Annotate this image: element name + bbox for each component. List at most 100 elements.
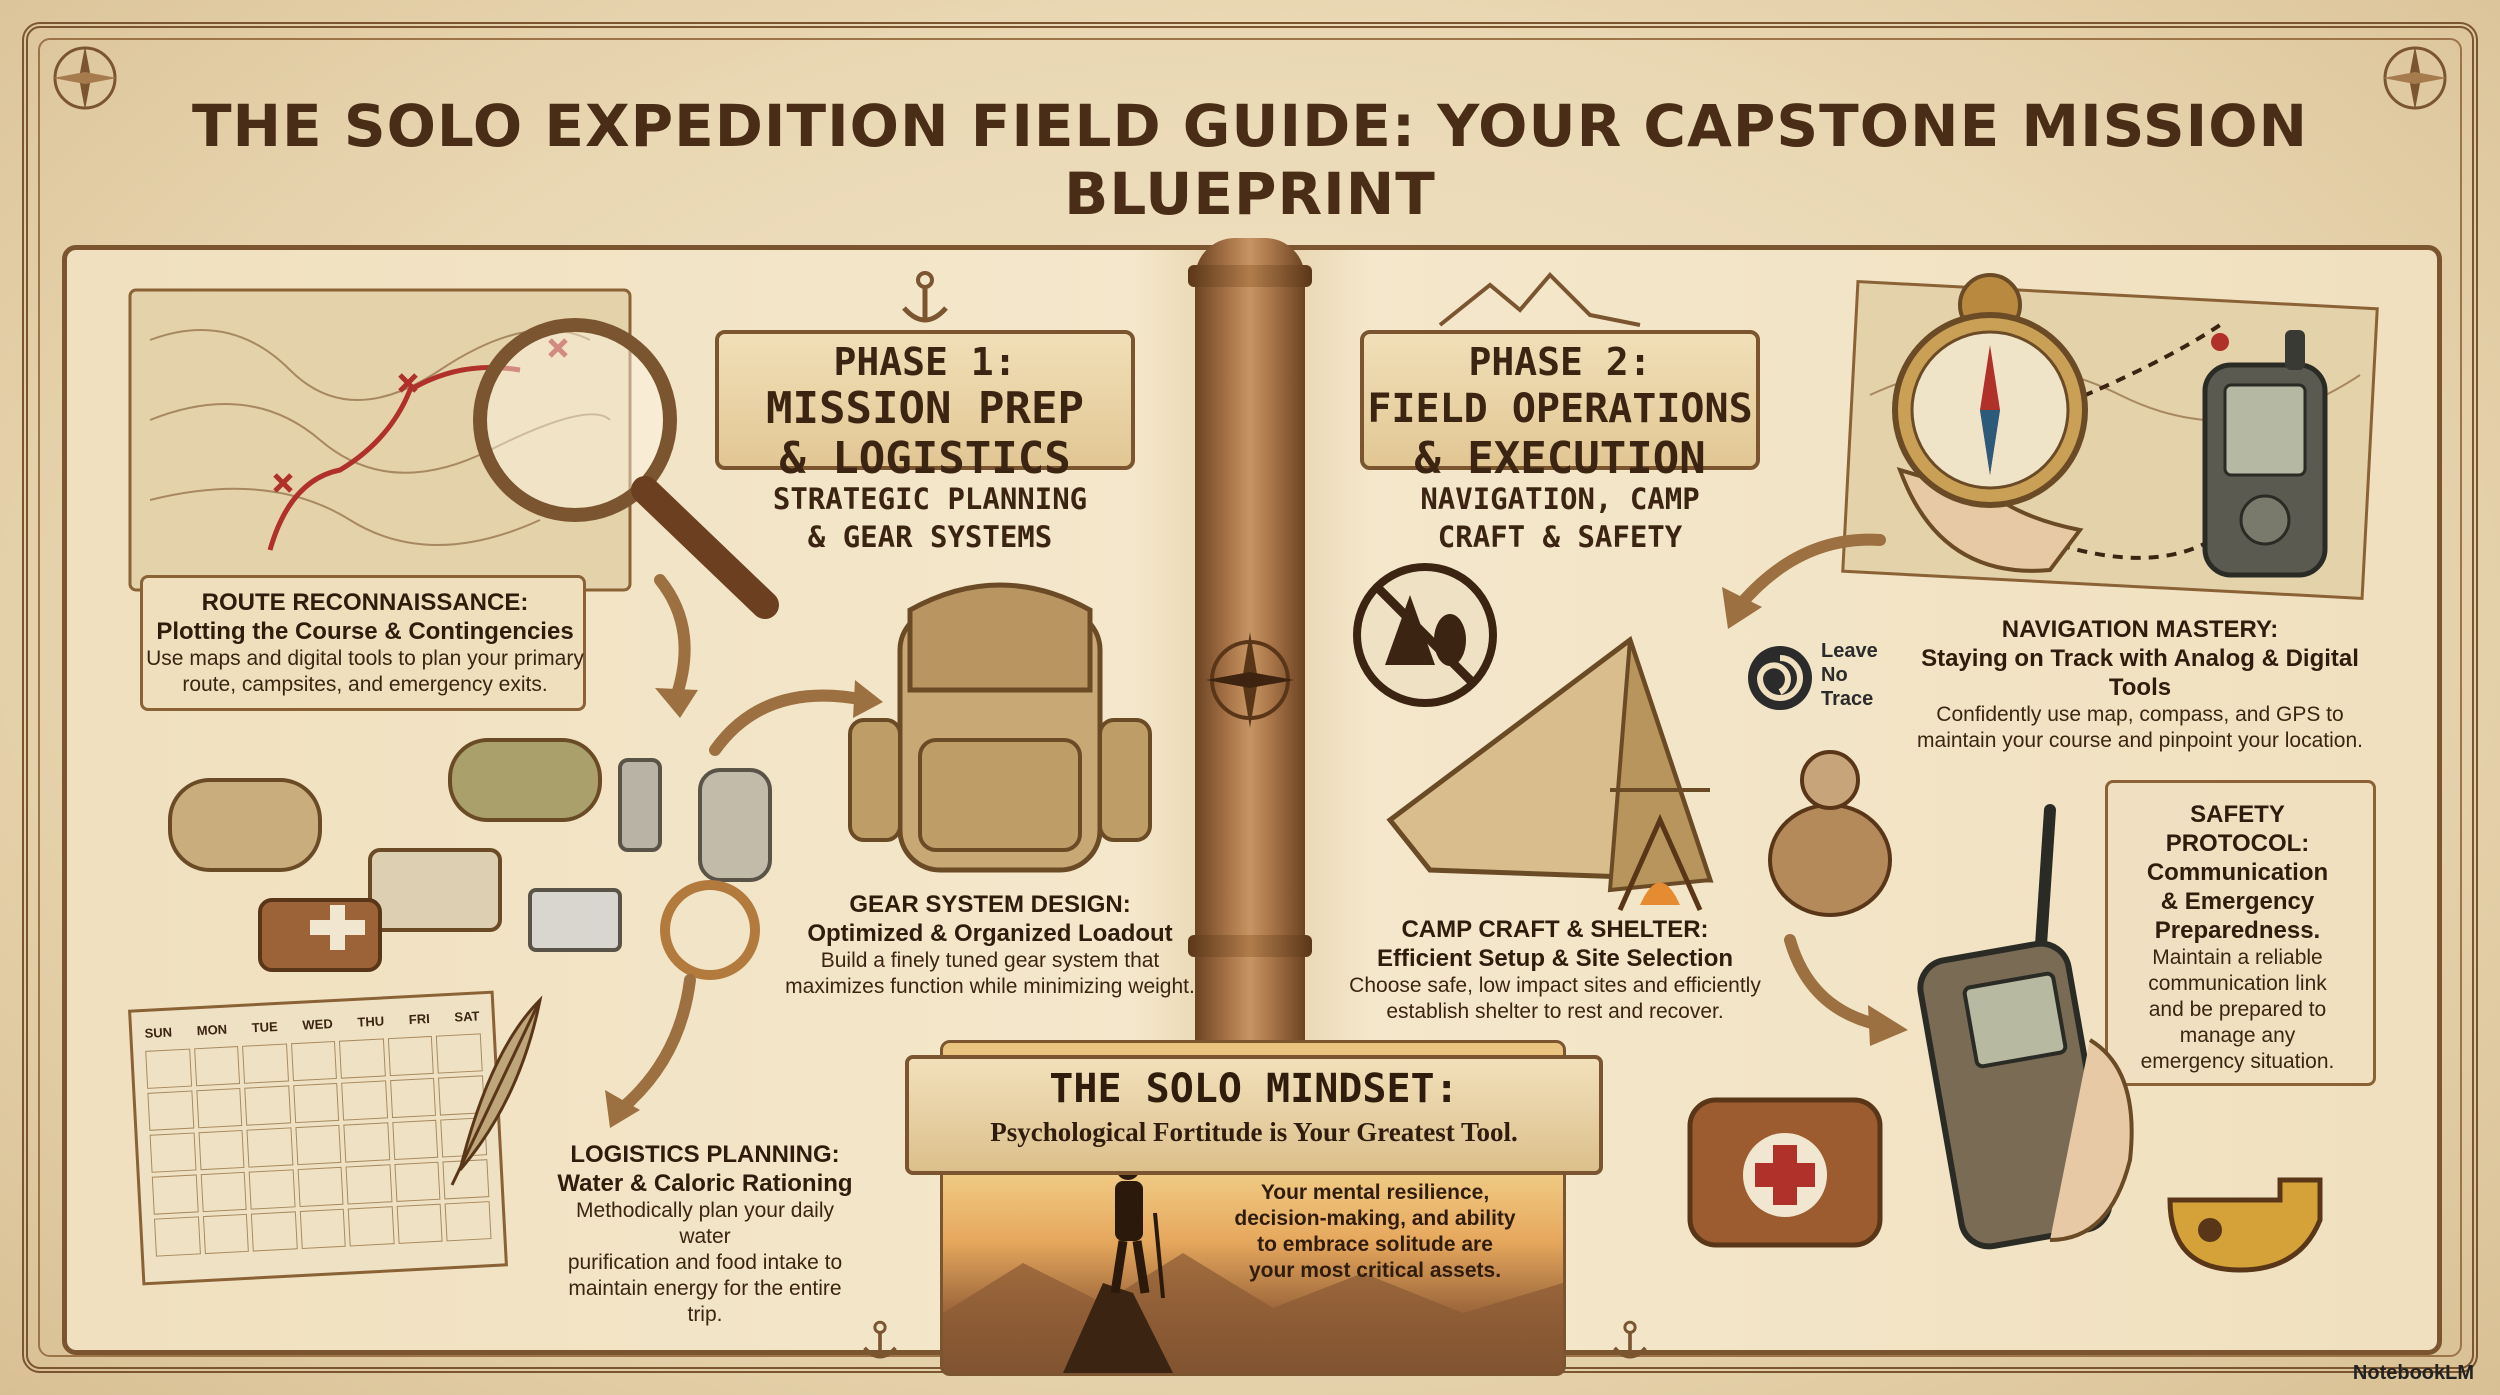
safety-protocol-block: SAFETY PROTOCOL: Communication & Emergen…	[2105, 800, 2370, 1075]
logistics-heading: LOGISTICS PLANNING:	[570, 1141, 840, 1168]
gear-system-block: GEAR SYSTEM DESIGN: Optimized & Organize…	[770, 890, 1210, 1000]
logistics-subheading: Water & Caloric Rationing	[557, 1170, 853, 1197]
tent-campfire-illustration	[1386, 635, 1892, 917]
leave-no-trace-swirl-icon	[1748, 646, 1812, 710]
route-scroll	[140, 575, 586, 711]
calendar-cell	[195, 1087, 243, 1129]
calendar-cell	[297, 1166, 344, 1208]
calendar-cell	[248, 1169, 296, 1210]
phase1-banner: PHASE 1: MISSION PREP & LOGISTICS	[715, 330, 1135, 484]
gear-body-line: Build a finely tuned gear system that	[820, 949, 1160, 972]
map-pin-icon	[2211, 333, 2229, 351]
navigation-body-line: Confidently use map, compass, and GPS to	[1936, 703, 2344, 726]
mindset-body-line: your most critical assets.	[1248, 1259, 1502, 1282]
phase1-subtitle-line: & GEAR SYSTEMS	[807, 520, 1053, 554]
arrow-icon	[1784, 934, 1908, 1046]
calendar-cell	[387, 1035, 435, 1077]
compass-rose-top-left-icon	[53, 46, 117, 110]
arrow-icon	[1722, 533, 1886, 629]
calendar-day-header: MON	[196, 1021, 228, 1039]
safety-body-line: communication link	[2148, 972, 2327, 995]
camp-heading: CAMP CRAFT & SHELTER:	[1401, 916, 1709, 943]
calendar-day-header: TUE	[251, 1018, 279, 1036]
spine-compass-icon	[1206, 632, 1294, 728]
quill-pen-icon	[450, 995, 543, 1186]
phase1-label: PHASE 1:	[833, 340, 1017, 384]
camp-body-line: Choose safe, low impact sites and effici…	[1349, 974, 1761, 997]
phase2-banner: PHASE 2: FIELD OPERATIONS & EXECUTION	[1360, 330, 1760, 484]
logistics-body-line: purification and food intake to	[567, 1251, 843, 1274]
navigation-heading: NAVIGATION MASTERY:	[2001, 616, 2279, 643]
phase1-subtitle-line: STRATEGIC PLANNING	[772, 482, 1088, 516]
mindset-body-line: to embrace solitude are	[1257, 1233, 1493, 1256]
arrow-icon	[605, 974, 696, 1128]
safety-subheading: & Emergency	[2160, 888, 2315, 915]
mountain-compass-ornament-icon	[1438, 272, 1641, 327]
calendar-cell	[292, 1082, 340, 1124]
calendar-day-header: FRI	[408, 1010, 431, 1028]
safety-body-line: emergency situation.	[2140, 1050, 2335, 1073]
radio-handset-icon	[1917, 804, 2134, 1250]
calendar-cell	[147, 1090, 194, 1131]
gear-subheading: Optimized & Organized Loadout	[807, 920, 1173, 947]
mindset-heading: THE SOLO MINDSET:	[1049, 1066, 1459, 1112]
calendar-cell	[246, 1127, 294, 1168]
mindset-ribbon: THE SOLO MINDSET: Psychological Fortitud…	[905, 1055, 1603, 1175]
phase2-subtitle-line: NAVIGATION, CAMP	[1420, 482, 1700, 516]
navigation-body-line: maintain your course and pinpoint your l…	[1917, 729, 2363, 752]
anchor-icon	[1613, 1320, 1647, 1359]
gear-items-illustration	[168, 738, 772, 980]
calendar-cell	[151, 1174, 199, 1215]
magnifying-glass-icon	[473, 318, 779, 619]
lnt-logo-text: No	[1821, 664, 1848, 686]
leave-no-trace-logo: Leave No Trace	[1745, 635, 1905, 725]
camp-craft-block: CAMP CRAFT & SHELTER: Efficient Setup & …	[1345, 915, 1765, 1025]
safety-subheading: Preparedness.	[2154, 917, 2321, 944]
anchor-icon	[902, 271, 948, 323]
camp-body-line: establish shelter to rest and recover.	[1386, 1000, 1724, 1023]
calendar-cell	[396, 1203, 444, 1244]
calendar-cell	[290, 1040, 338, 1082]
logistics-body-line: Methodically plan your daily water	[576, 1199, 834, 1248]
compass-rose-top-right-icon	[2383, 46, 2447, 110]
safety-protocol-card	[2105, 780, 2376, 1086]
calendar-cell	[193, 1046, 241, 1087]
phase2-label: PHASE 2:	[1468, 340, 1652, 384]
calendar-cell	[198, 1129, 245, 1171]
calendar-cell	[251, 1211, 298, 1252]
gps-device-icon	[2202, 330, 2328, 578]
safety-heading: PROTOCOL:	[2165, 830, 2310, 857]
calendar-cell	[339, 1038, 386, 1079]
route-subheading: Plotting the Course & Contingencies	[156, 618, 574, 645]
logistics-body-line: maintain energy for the entire trip.	[568, 1277, 842, 1326]
gear-body-line: maximizes function while minimizing weig…	[785, 975, 1195, 998]
spine-ring	[1188, 935, 1312, 957]
arrow-icon	[709, 680, 883, 756]
calendar-cell	[295, 1124, 342, 1166]
whistle-icon	[2167, 1177, 2323, 1273]
phase2-title-line: & EXECUTION	[1414, 433, 1706, 484]
calendar-day-header: SUN	[144, 1024, 173, 1041]
phase2-subtitle-line: CRAFT & SAFETY	[1437, 520, 1683, 554]
camp-subheading: Efficient Setup & Site Selection	[1376, 945, 1734, 972]
calendar-cell	[348, 1206, 395, 1247]
page-title: THE SOLO EXPEDITION FIELD GUIDE: YOUR CA…	[191, 92, 2309, 228]
calendar-cell	[242, 1043, 289, 1084]
backpack-icon	[848, 582, 1152, 873]
calendar-cell	[343, 1122, 391, 1163]
calendar-cell	[149, 1132, 197, 1173]
navigation-subheading: Staying on Track with Analog & Digital T…	[1921, 645, 2359, 701]
phase1-title-line: MISSION PREP	[766, 383, 1084, 434]
no-campfire-sign-icon	[1353, 563, 1497, 707]
calendar-cell	[202, 1213, 250, 1255]
anchor-icon	[863, 1320, 897, 1359]
logistics-planning-block: LOGISTICS PLANNING: Water & Caloric Rati…	[550, 1140, 860, 1328]
lnt-logo-text: Leave	[1821, 640, 1878, 662]
calendar-cell	[299, 1208, 347, 1250]
phase2-subtitle: NAVIGATION, CAMP CRAFT & SAFETY	[1360, 480, 1760, 556]
notebooklm-watermark: NotebookLM	[2352, 1362, 2474, 1384]
calendar-cell	[445, 1201, 492, 1242]
safety-heading: SAFETY	[2190, 801, 2285, 828]
mindset-body-line: decision-making, and ability	[1234, 1207, 1516, 1230]
